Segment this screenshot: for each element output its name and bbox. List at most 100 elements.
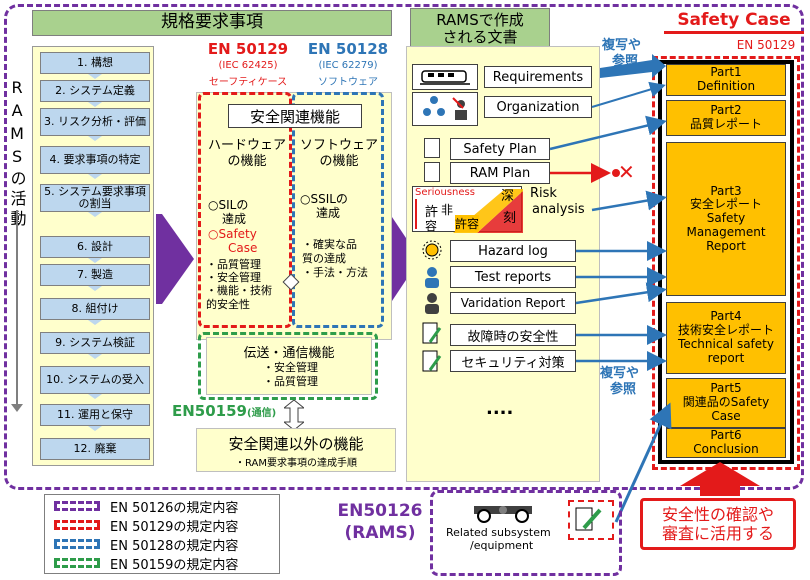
ram-plan-doc: RAM Plan (450, 162, 550, 184)
risk-deep: 深 (501, 189, 515, 204)
bogie-icon (468, 500, 538, 524)
organization-doc: Organization (484, 96, 592, 118)
step-5: 5. システム要求事項の割当 (40, 184, 150, 212)
arrow-risk-part3 (591, 190, 667, 212)
person-icon-tester (422, 266, 442, 288)
big-up-arrow (680, 462, 760, 496)
step-6: 6. 設計 (40, 236, 150, 258)
part-5-line1: Part5 (710, 381, 742, 396)
ram-plan-doc-icon (424, 162, 440, 182)
requirements-doc: Requirements (484, 66, 592, 88)
step-3: 3. リスク分析・評価 (40, 108, 150, 136)
hw-case-2: Case (228, 241, 258, 256)
sw-title-2: の機能 (319, 153, 359, 169)
vertical-arrow-head (11, 404, 23, 412)
chevron-arrow-1-shape (156, 214, 194, 304)
part-5-line2: 関連品のSafety (682, 395, 770, 410)
part-1-line1: Part1 (710, 65, 742, 80)
legend-swatch-3 (54, 539, 100, 549)
arrow-safety-plan-part2 (549, 115, 667, 151)
related-doc-pen-icon (575, 507, 602, 531)
legend-swatch-2 (54, 520, 100, 530)
safety-plan-doc-icon (424, 138, 440, 158)
sw-ssil-1: ○SSILの (300, 192, 348, 206)
risk-yo: 容 (425, 219, 438, 233)
test-reports-doc: Test reports (450, 266, 576, 288)
step-1: 1. 構想 (40, 52, 150, 74)
comm-items-item: ・品質管理 (263, 374, 318, 388)
legend-row-3: EN 50128の規定内容 (54, 535, 239, 554)
confirm-2: 審査に活用する (661, 524, 774, 543)
part-6-line2: Conclusion (693, 442, 759, 456)
hardware-functions: ハードウェア の機能 (202, 138, 292, 169)
step-arrow-11 (88, 426, 102, 431)
step-arrow-4 (88, 174, 102, 179)
requirements-header: 規格要求事項 (32, 10, 392, 36)
part-3-line4: Management Report (686, 224, 766, 253)
sw-title-1: ソフトウェア (299, 138, 378, 153)
ram-plan-end-dot (612, 169, 620, 177)
en50159-label: EN50159(通信) (172, 402, 292, 420)
hw-title-2: の機能 (227, 153, 267, 169)
arrow-validation-part3 (575, 282, 667, 305)
en50128-iec: (IEC 62279) (318, 60, 378, 71)
software-scope (292, 92, 384, 328)
hw-items-item: ・品質管理 (206, 258, 261, 271)
part-4-line1: Part4 (710, 309, 742, 324)
safety-case-standard: EN 50129 (736, 38, 796, 52)
en50126-text: EN50126 (337, 501, 423, 521)
step-arrow-7 (88, 286, 102, 291)
comm-items-item: ・安全管理 (263, 361, 318, 374)
arrow-organization-part1 (591, 81, 666, 108)
step-arrow-3 (88, 136, 102, 141)
person-icon-validator (422, 292, 442, 314)
legend-label-2: EN 50129の規定内容 (110, 519, 239, 535)
legend-swatch-4 (54, 558, 100, 568)
risk-kyo: 許 (425, 205, 439, 220)
part-6-line1: Part6 (710, 428, 742, 443)
hw-sil-1: ○SILの (208, 198, 249, 212)
step-arrow-1 (88, 74, 102, 79)
related-safety-case-box (568, 500, 614, 540)
safety-case-title: Safety Case (664, 10, 804, 34)
en50129-label: EN 50129 (207, 40, 289, 58)
legend-label-4: EN 50159の規定内容 (110, 557, 239, 573)
en50128-sub: ソフトウェア (318, 77, 378, 88)
software-functions: ソフトウェア の機能 (294, 138, 384, 169)
chevron-arrow-2 (384, 214, 420, 304)
train-icon (420, 70, 470, 85)
copy-ref-top-1: 複写や (602, 38, 642, 53)
copy-ref-bottom: 複写や 参照 (600, 366, 639, 397)
organization-icon-box (412, 92, 478, 126)
part-2-line2: 品質レポート (689, 117, 762, 131)
hazard-log-doc: Hazard log (450, 240, 576, 262)
part-4-line3: Technical safety (678, 337, 774, 351)
step-arrow-6 (88, 258, 102, 263)
step-arrow-9 (88, 354, 102, 359)
hardware-scope (198, 92, 292, 328)
step-8: 8. 組付け (40, 298, 150, 320)
part-3-line2: 安全レポート (689, 197, 762, 212)
legend-row-1: EN 50126の規定内容 (54, 497, 239, 516)
comm-title: 伝送・通信機能 (243, 346, 335, 361)
safety-plan-doc: Safety Plan (450, 138, 550, 160)
arrow-related-part5 (614, 402, 672, 523)
organization-icon (423, 96, 467, 120)
legend-label-3: EN 50128の規定内容 (110, 538, 239, 554)
risk-seriousness: Seriousness (415, 187, 475, 198)
rams-activities-vertical-label: RAMSの活動 (6, 78, 28, 235)
part-4-line2: 技術安全レポート (677, 323, 774, 338)
nonsafety-title: 安全関連以外の機能 (228, 435, 364, 453)
step-arrow-2 (88, 102, 102, 107)
step-2: 2. システム定義 (40, 80, 150, 102)
double-arrow (284, 400, 304, 430)
sw-items-item: ・確実な品 (302, 238, 357, 251)
part-4-line4: report (707, 350, 745, 365)
legend-label-1: EN 50126の規定内容 (110, 500, 239, 516)
en50126-sub: (RAMS) (344, 523, 416, 544)
risk-matrix: Seriousness 深 許 非 容 許容 刻 (412, 186, 523, 233)
arrow-requirements-part1 (600, 54, 666, 78)
